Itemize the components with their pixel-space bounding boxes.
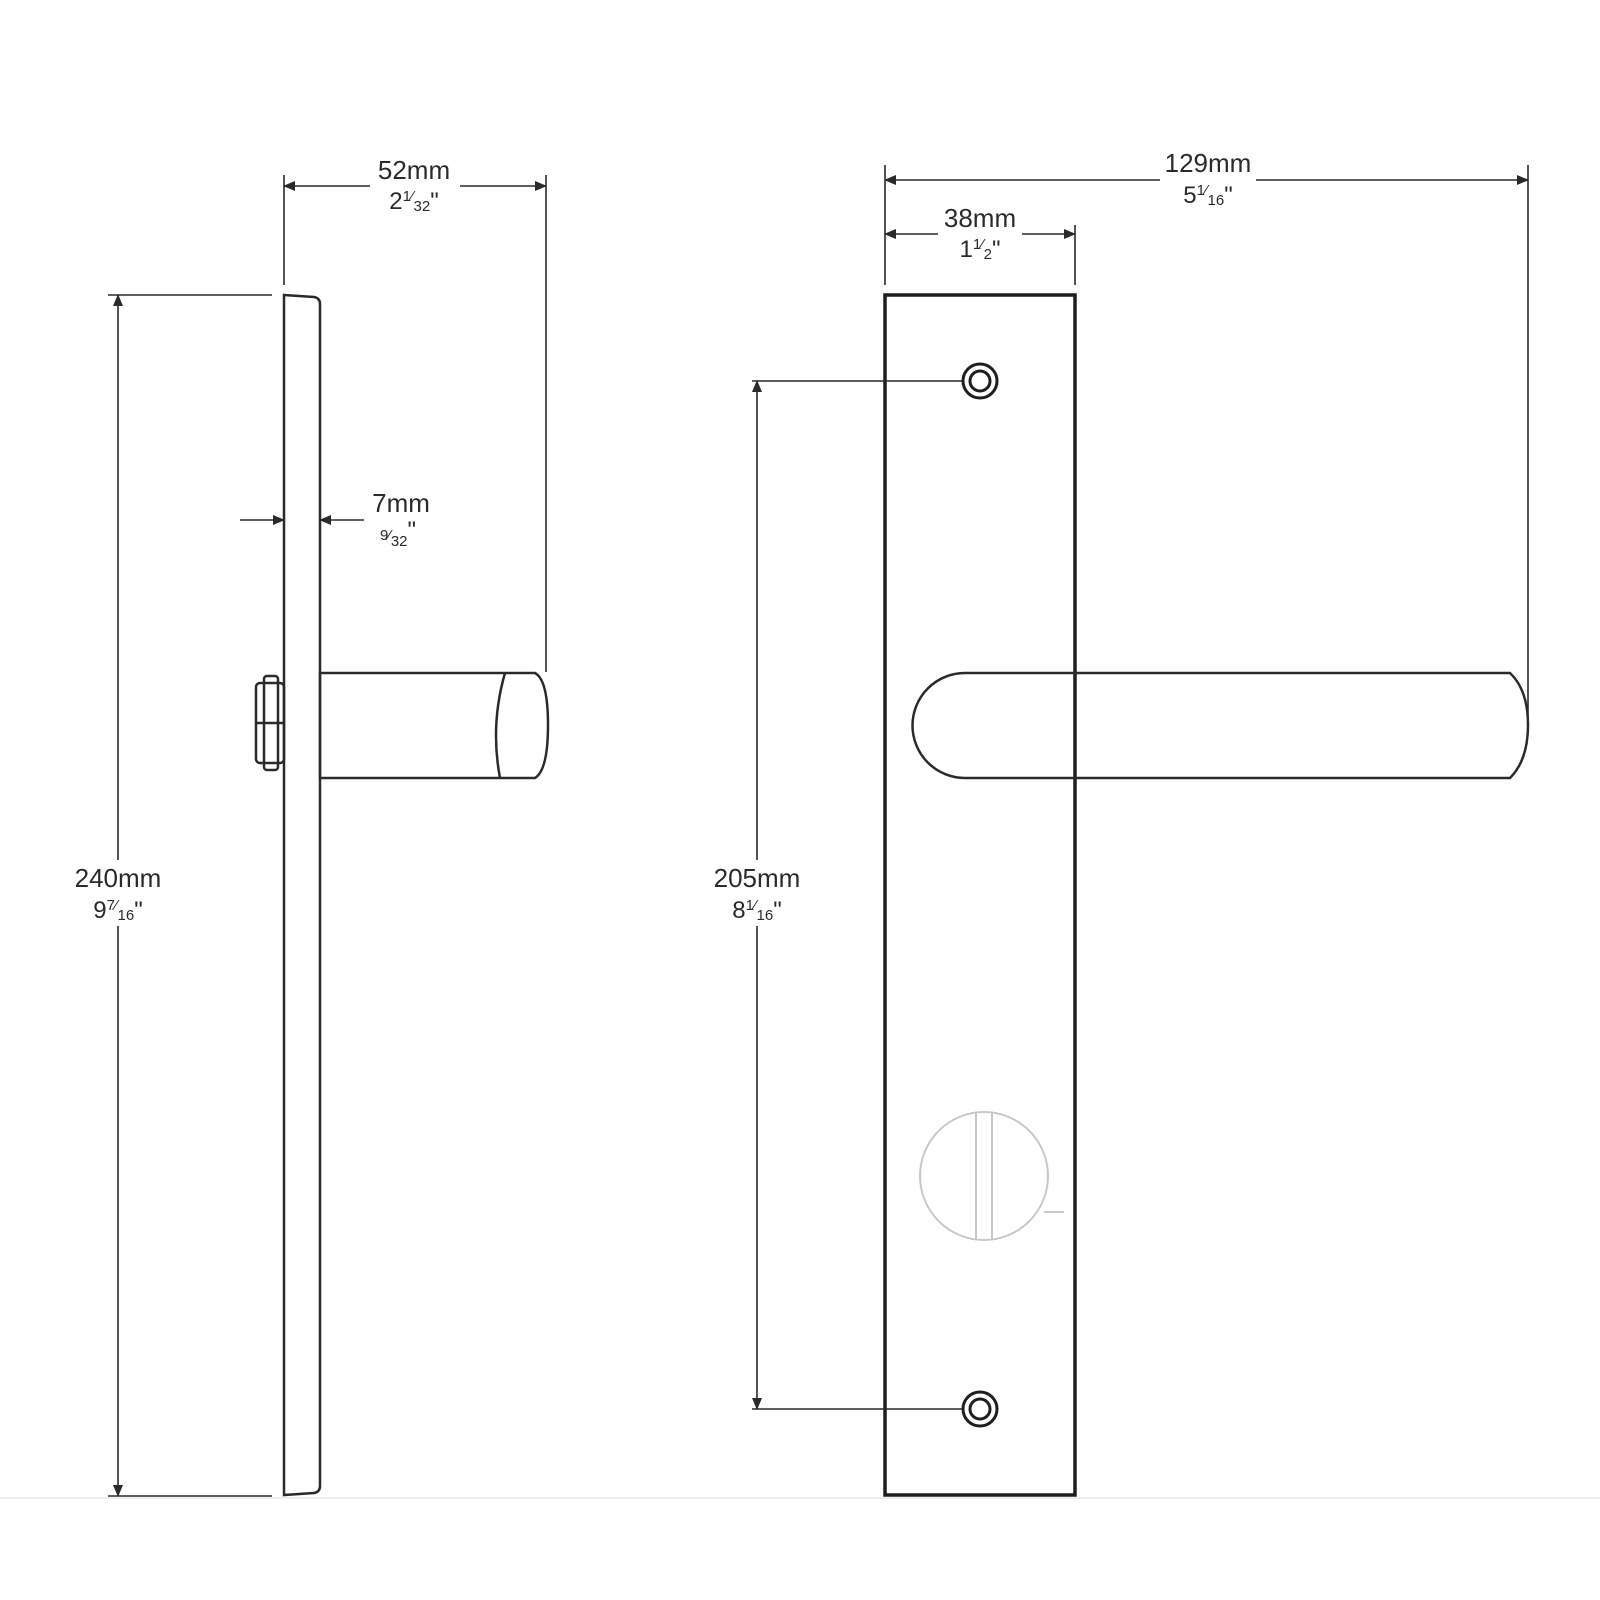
dim-thickness-mm: 7mm [372,488,430,518]
side-lever-end-curve [494,672,507,779]
bottom-fixing-hole-inner [968,1397,992,1421]
dim-plate-width-mm: 38mm [944,203,1016,233]
side-spindle [254,674,286,772]
side-view: 52mm 21⁄32" 7mm 9⁄32" 240mm 97⁄16" [64,155,550,1497]
front-view: 129mm 51⁄16" 38mm 11⁄2" 205mm 81⁄16" [706,148,1530,1497]
privacy-turn-outline [919,1111,1064,1241]
top-fixing-hole-inner [968,369,992,393]
dim-overall-width-mm: 129mm [1165,148,1252,178]
front-lever [911,671,1530,780]
dim-side-width-mm: 52mm [378,155,450,185]
side-lever [318,671,550,780]
dim-thickness-inch: 9⁄32" [380,517,416,550]
dim-height-inch: 97⁄16" [93,897,142,924]
dim-fixing-centres-inch: 81⁄16" [732,897,781,924]
dim-height-mm: 240mm [75,863,162,893]
side-backplate [282,293,322,1497]
dim-side-width-inch: 21⁄32" [389,188,438,215]
dim-overall-width-inch: 51⁄16" [1183,182,1232,209]
front-backplate [883,293,1077,1497]
dim-fixing-centres-mm: 205mm [714,863,801,893]
dim-plate-width-inch: 11⁄2" [959,236,1000,263]
